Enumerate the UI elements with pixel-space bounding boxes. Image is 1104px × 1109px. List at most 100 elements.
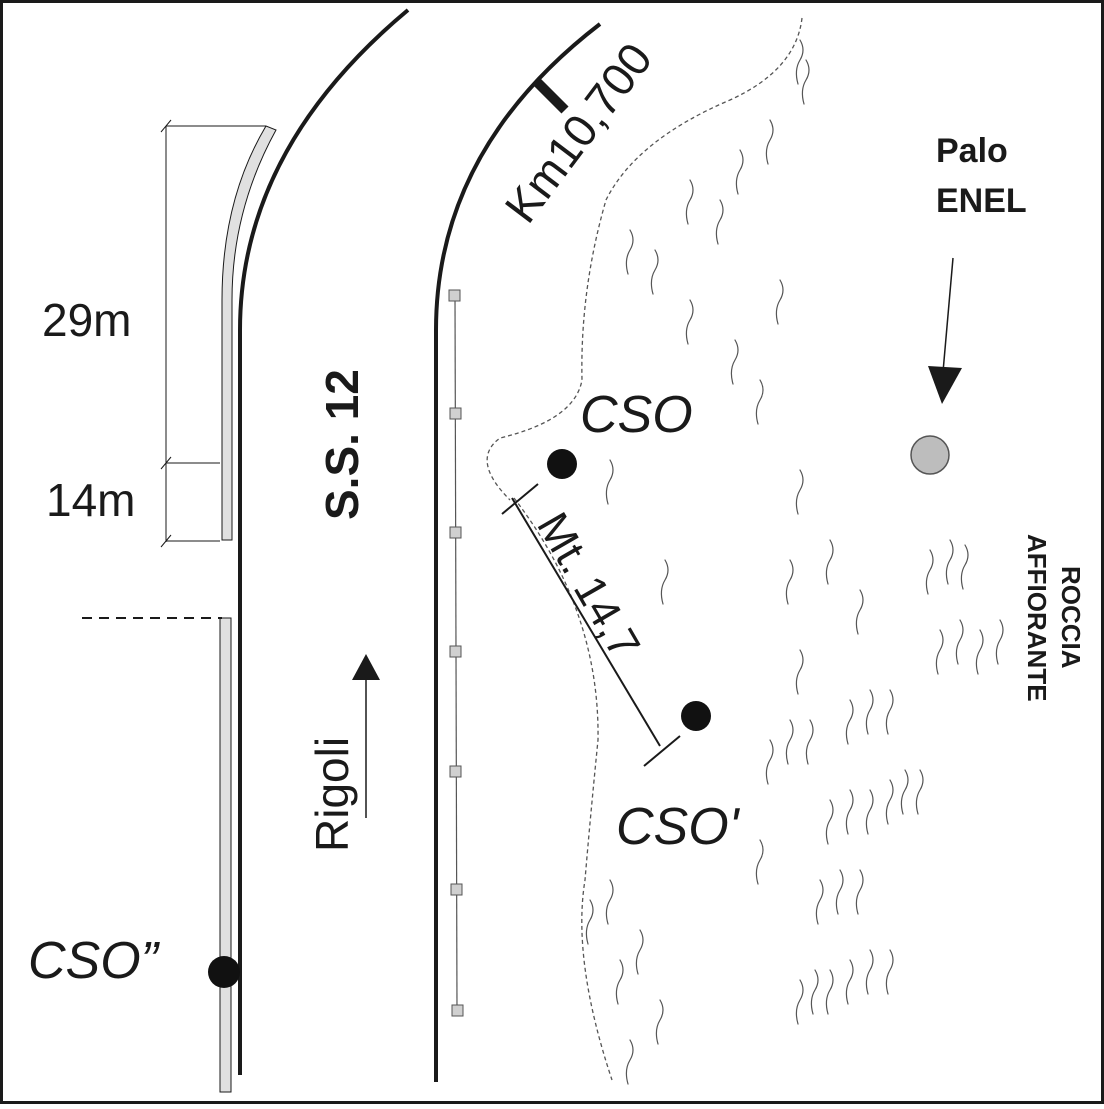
rock-stroke	[855, 869, 864, 915]
rock-stroke	[765, 119, 774, 165]
point-cso-double-dot	[208, 956, 240, 988]
point-cso-double-label: CSO”	[28, 932, 161, 990]
distance-tick-start	[501, 483, 539, 515]
rock-stroke	[810, 969, 819, 1015]
rock-stroke	[650, 249, 659, 295]
distance-tick-end	[643, 735, 681, 767]
rock-stroke	[845, 959, 854, 1005]
pole-arrow-line	[942, 257, 954, 373]
rock-stroke	[625, 229, 634, 275]
terrain-boundary-upper	[486, 17, 803, 501]
rock-stroke	[865, 689, 874, 735]
pole-arrow-head	[928, 366, 962, 404]
rock-stroke	[795, 649, 804, 695]
direction-label: Rigoli	[306, 737, 358, 852]
length-lower-label: 14m	[46, 474, 135, 526]
post-marker	[449, 645, 462, 658]
rock-stroke	[865, 949, 874, 995]
rock-stroke	[605, 879, 614, 925]
rock-stroke	[915, 769, 924, 815]
rock-stroke	[885, 949, 894, 995]
rock-stroke	[605, 459, 614, 505]
rock-stroke	[655, 999, 664, 1045]
rock-stroke	[825, 969, 834, 1015]
pole-label-line1: Palo	[936, 132, 1008, 170]
point-cso-dot	[547, 449, 577, 479]
km-marker-label: Km10,700	[494, 33, 662, 232]
dim-tick-top	[160, 119, 172, 133]
rock-stroke	[955, 619, 964, 665]
rock-stroke	[865, 789, 874, 835]
rock-stroke	[945, 539, 954, 585]
rock-stroke	[765, 739, 774, 785]
dim-tick-bottom	[160, 534, 172, 548]
rock-stroke	[785, 719, 794, 765]
rock-stroke	[900, 769, 909, 815]
rock-stroke	[855, 589, 864, 635]
guard-barrier-lower	[219, 617, 232, 1093]
road-name-label: S.S. 12	[316, 369, 368, 520]
rock-stroke	[825, 539, 834, 585]
rock-stroke	[585, 899, 594, 945]
post-marker	[451, 1004, 464, 1017]
distance-measure	[501, 483, 681, 767]
length-upper-label: 29m	[42, 294, 131, 346]
rock-label-line1: ROCCIA	[1056, 566, 1086, 669]
rock-stroke	[835, 869, 844, 915]
rock-stroke	[715, 199, 724, 245]
rock-stroke	[755, 839, 764, 885]
guard-barrier-upper	[221, 125, 277, 541]
dimension-lines	[160, 119, 266, 548]
post-marker	[448, 289, 461, 302]
rock-stroke	[825, 799, 834, 845]
rock-stroke	[845, 789, 854, 835]
rock-stroke	[795, 979, 804, 1025]
dim-tick-middle	[160, 456, 172, 470]
road-edge-right	[434, 22, 602, 1082]
distance-line	[511, 497, 661, 747]
post-marker	[449, 526, 462, 539]
km-marker-bar	[533, 78, 569, 114]
rock-stroke	[685, 179, 694, 225]
rock-stroke	[625, 1039, 634, 1085]
rock-stroke	[660, 559, 669, 605]
rock-stroke	[635, 929, 644, 975]
rock-stroke	[885, 689, 894, 735]
rock-stroke	[755, 379, 764, 425]
rock-stroke	[885, 779, 894, 825]
rock-stroke	[795, 39, 804, 85]
rock-stroke	[805, 719, 814, 765]
rock-stroke	[801, 59, 810, 105]
pole-label-line2: ENEL	[936, 182, 1027, 220]
rock-stroke	[685, 299, 694, 345]
rock-stroke	[775, 279, 784, 325]
rock-stroke	[925, 549, 934, 595]
rock-stroke	[935, 629, 944, 675]
rock-stroke	[995, 619, 1004, 665]
rock-strokes	[585, 39, 1004, 1085]
direction-arrow-head	[352, 654, 380, 680]
post-markers	[448, 289, 464, 1017]
rock-label-line2: AFFIORANTE	[1022, 534, 1052, 702]
point-cso-prime-label: CSO'	[616, 798, 741, 856]
rock-stroke	[960, 544, 969, 590]
enel-pole-icon	[910, 435, 950, 475]
rock-stroke	[845, 699, 854, 745]
rock-stroke	[975, 629, 984, 675]
rock-stroke	[815, 879, 824, 925]
post-marker	[449, 407, 462, 420]
rock-stroke	[785, 559, 794, 605]
rock-stroke	[730, 339, 739, 385]
rock-stroke	[735, 149, 744, 195]
rock-stroke	[615, 959, 624, 1005]
point-cso-prime-dot	[681, 701, 711, 731]
rock-stroke	[795, 469, 804, 515]
post-marker	[449, 765, 462, 778]
road-edge-left	[238, 8, 410, 1075]
post-marker	[450, 883, 463, 896]
point-cso-label: CSO	[580, 386, 693, 444]
distance-label: Mt. 14,7	[527, 505, 649, 667]
